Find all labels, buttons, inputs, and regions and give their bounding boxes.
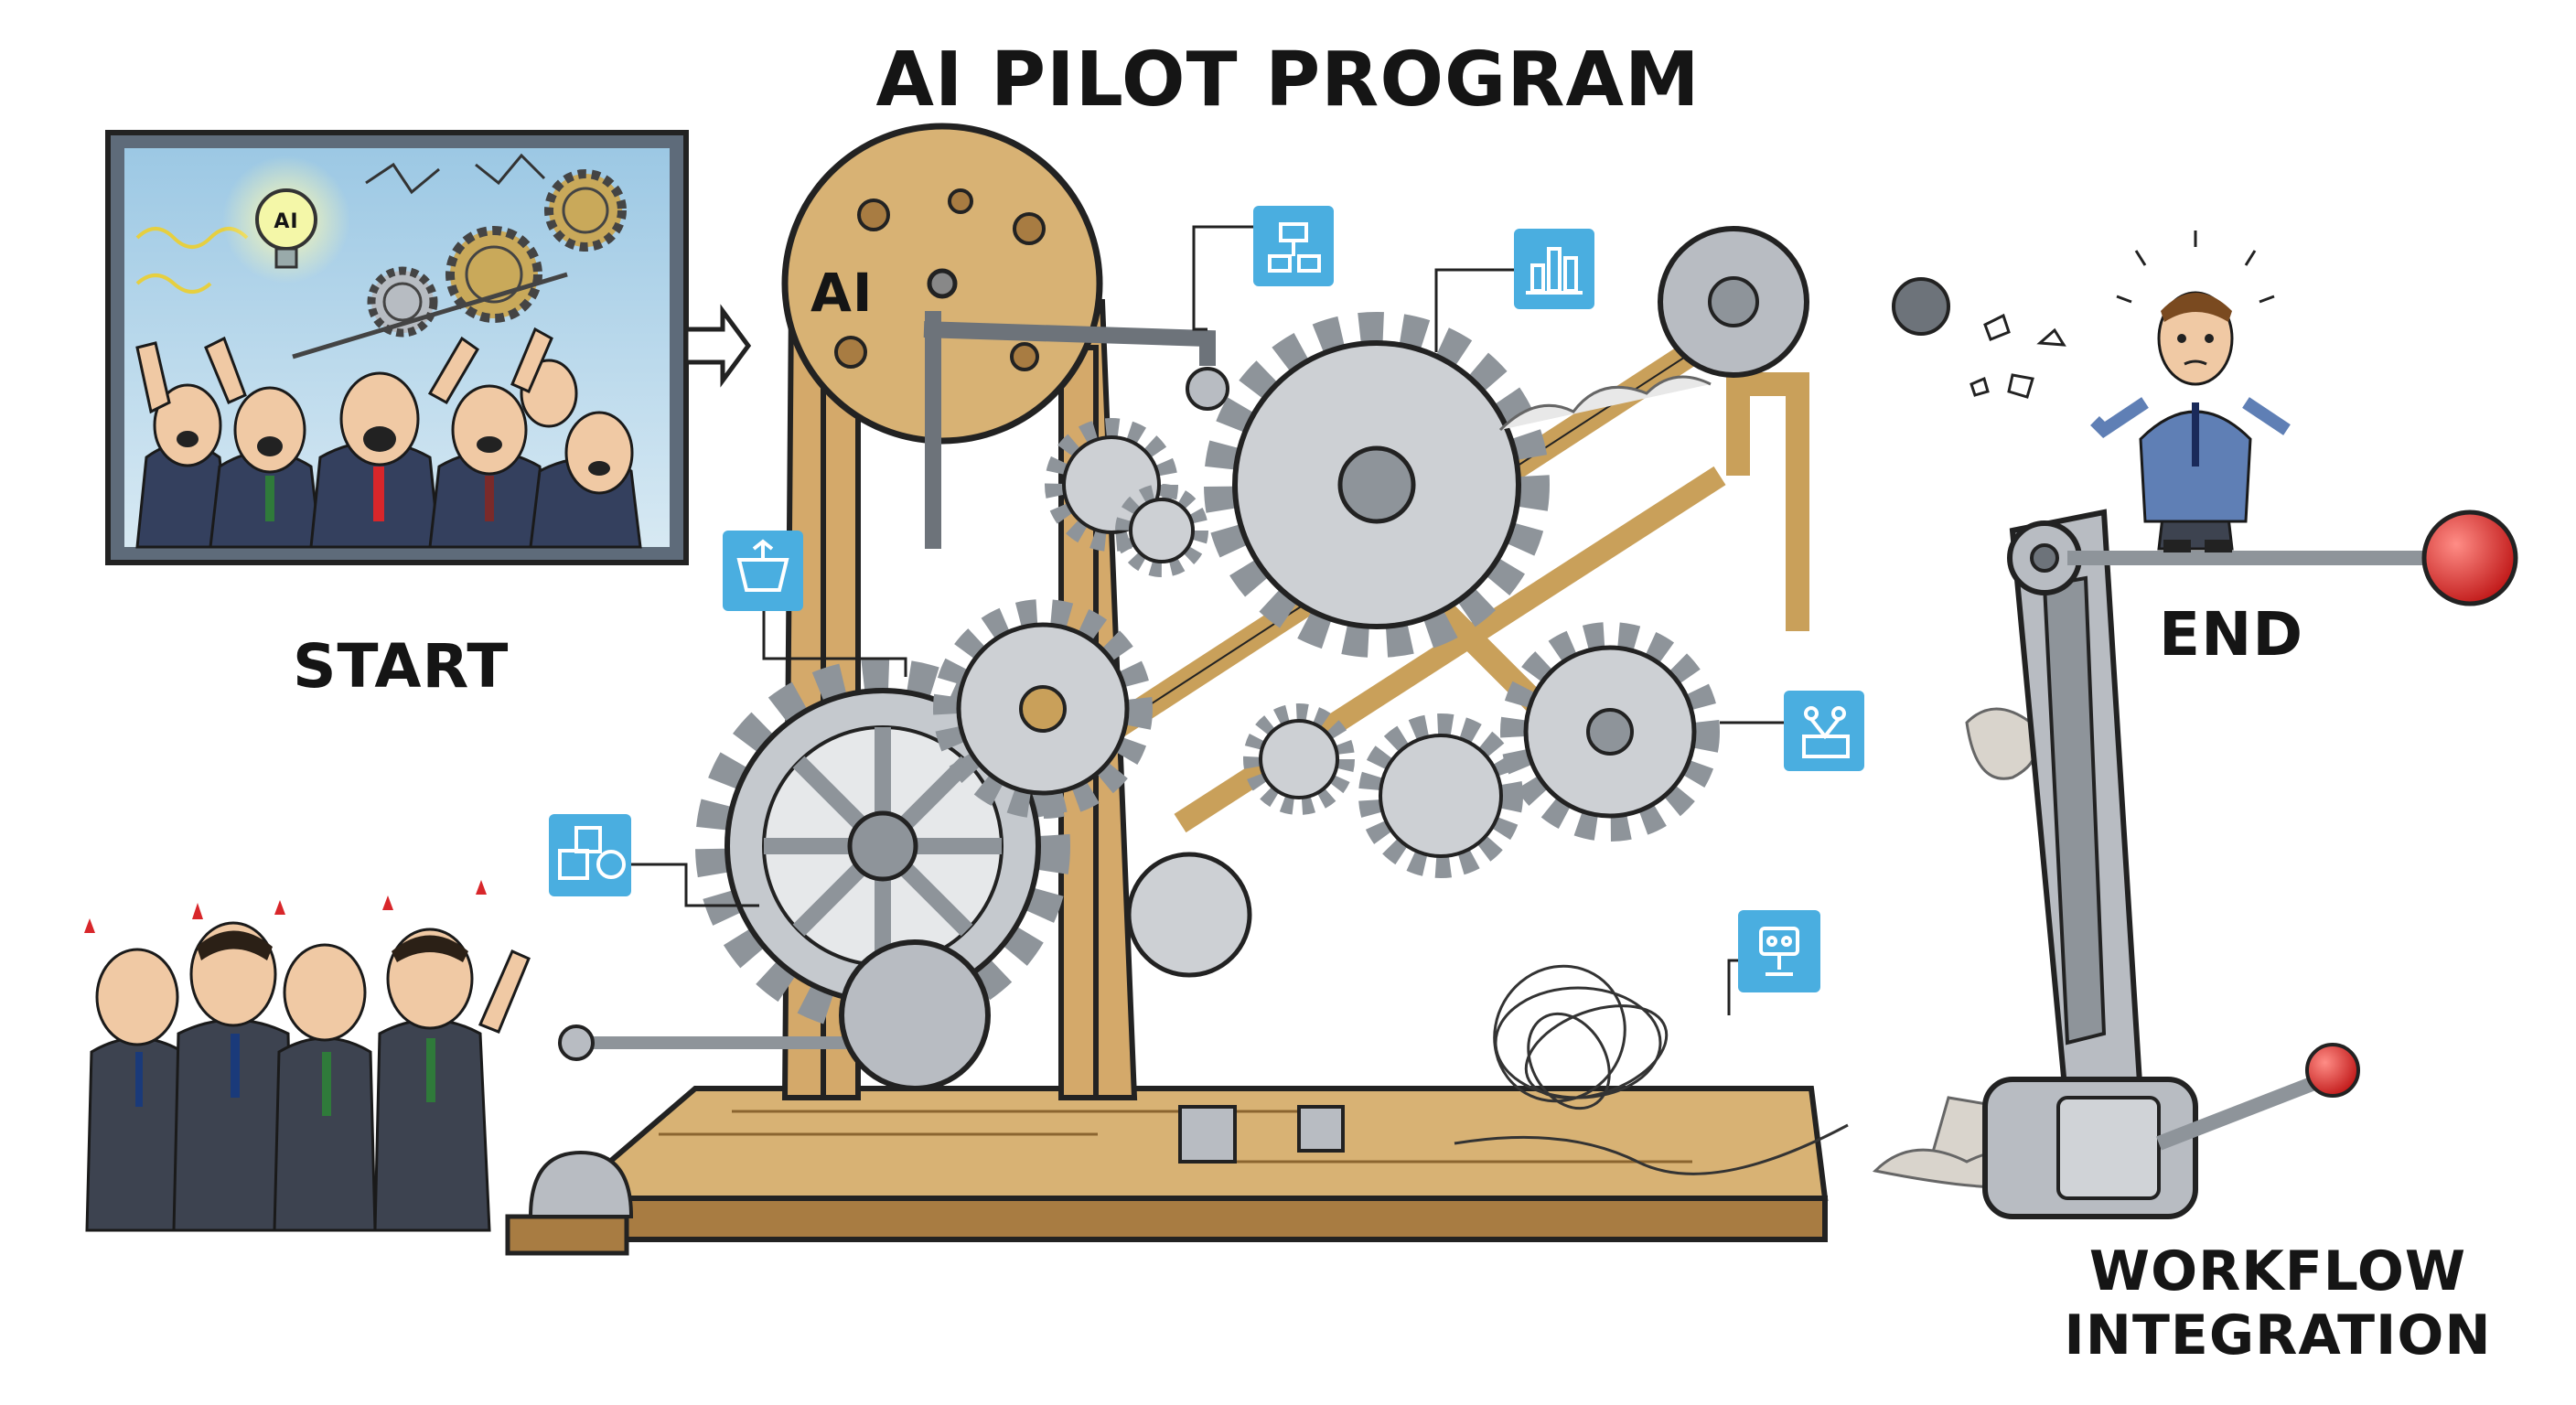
workflow-lever xyxy=(1872,509,2360,1219)
gear-right xyxy=(1243,622,1720,878)
gear-top-center xyxy=(1204,312,1550,658)
flying-ball xyxy=(1892,277,1950,336)
shapes-icon xyxy=(549,814,631,896)
ai-wheel-label: AI xyxy=(810,262,874,324)
page-title: AI PILOT PROGRAM xyxy=(875,37,1701,123)
debris xyxy=(1970,313,2066,399)
ai-wheel xyxy=(781,123,1103,445)
gear-bottom xyxy=(839,852,1252,1091)
bottom-mechanisms xyxy=(528,1105,1345,1218)
end-label: END xyxy=(2159,599,2304,670)
hierarchy-icon xyxy=(1253,206,1334,286)
pulley-wheel xyxy=(1498,226,1809,432)
bar-chart-icon xyxy=(1514,229,1594,309)
bulb-label: AI xyxy=(274,210,299,233)
red-knob xyxy=(2305,1043,2360,1098)
red-ball xyxy=(2421,509,2518,606)
tangled-wire xyxy=(1454,964,1849,1175)
sweat-marks xyxy=(2116,231,2275,304)
start-panel xyxy=(105,130,752,565)
arrow-right-icon xyxy=(683,304,752,388)
confused-man xyxy=(2090,231,2291,552)
workflow-label-line2: INTEGRATION xyxy=(2064,1303,2492,1367)
worry-marks xyxy=(84,880,487,933)
gear-mid xyxy=(933,599,1153,819)
excited-executives xyxy=(135,327,642,549)
rube-goldberg-machine xyxy=(505,123,2066,1256)
end-platform xyxy=(2067,509,2518,606)
robot-icon xyxy=(1738,910,1820,992)
cart-icon xyxy=(723,531,803,611)
smoke-puff xyxy=(1498,375,1712,432)
skeptical-executives xyxy=(84,880,531,1232)
gear-small-cluster xyxy=(1045,418,1208,577)
start-label: START xyxy=(293,631,510,702)
gears xyxy=(695,312,1720,1091)
panel-gears xyxy=(367,169,627,338)
workflow-label-line1: WORKFLOW xyxy=(2088,1239,2467,1303)
network-icon xyxy=(1784,691,1864,771)
